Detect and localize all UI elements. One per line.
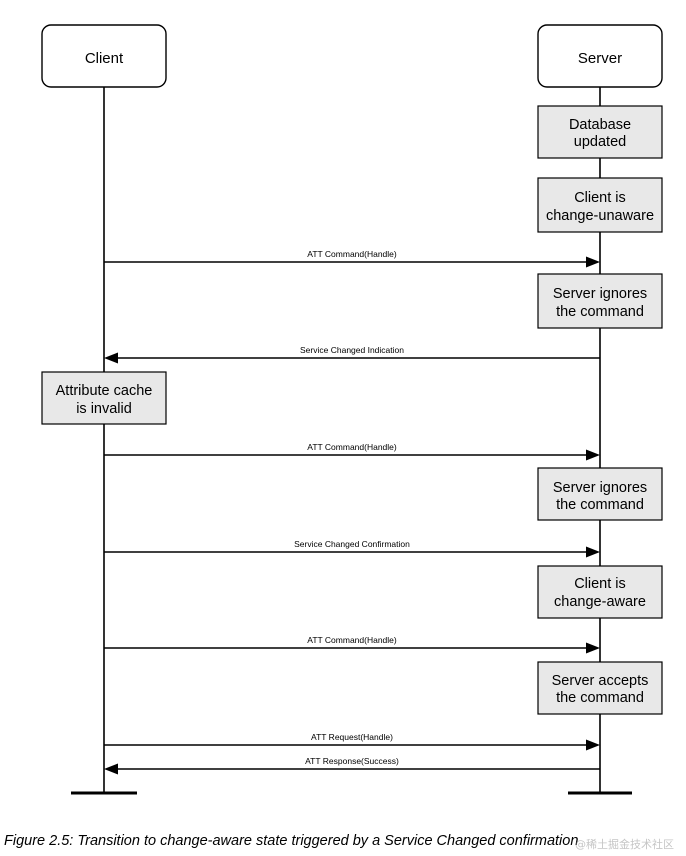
state-box: Database updated: [537, 105, 663, 159]
state-box: Server accepts the command: [537, 661, 663, 715]
state-line: Client is: [574, 190, 626, 206]
state-line: Server ignores: [553, 480, 647, 496]
state-line: change-aware: [554, 594, 646, 610]
state-line: is invalid: [76, 401, 132, 417]
arrowhead-right-icon: [586, 739, 600, 751]
arrowhead-right-icon: [586, 642, 600, 654]
message-arrow: Service Changed Confirmation: [104, 539, 600, 558]
state-box: Client is change-unaware: [537, 177, 663, 233]
state-box: Client is change-aware: [537, 565, 663, 619]
state-line: change-unaware: [546, 208, 654, 224]
state-box: Server ignores the command: [537, 467, 663, 521]
figure-caption: Figure 2.5: Transition to change-aware s…: [4, 833, 579, 849]
state-line: Attribute cache: [56, 383, 153, 399]
message-label: ATT Response(Success): [305, 756, 399, 766]
message-arrow: ATT Command(Handle): [104, 635, 600, 654]
message-label: Service Changed Indication: [300, 345, 404, 355]
message-label: ATT Command(Handle): [307, 249, 397, 259]
arrowhead-left-icon: [104, 352, 118, 364]
message-label: ATT Request(Handle): [311, 732, 393, 742]
message-arrow: Service Changed Indication: [104, 345, 600, 364]
state-line: Database: [569, 117, 631, 133]
message-label: ATT Command(Handle): [307, 635, 397, 645]
message-arrow: ATT Command(Handle): [104, 249, 600, 268]
state-line: Server accepts: [552, 673, 649, 689]
message-label: Service Changed Confirmation: [294, 539, 410, 549]
message-arrow: ATT Request(Handle): [104, 732, 600, 751]
message-arrow: ATT Command(Handle): [104, 442, 600, 461]
state-line: Server ignores: [553, 286, 647, 302]
state-box: Server ignores the command: [537, 273, 663, 329]
client-label: Client: [85, 50, 124, 67]
message-arrow: ATT Response(Success): [104, 756, 600, 775]
arrowhead-left-icon: [104, 763, 118, 775]
client-participant: Client: [41, 24, 167, 88]
state-line: the command: [556, 497, 644, 513]
server-label: Server: [578, 50, 622, 67]
arrowhead-right-icon: [586, 546, 600, 558]
state-line: Client is: [574, 576, 626, 592]
watermark: @稀土掘金技术社区: [575, 838, 674, 851]
state-line: the command: [556, 304, 644, 320]
arrowhead-right-icon: [586, 449, 600, 461]
state-line: the command: [556, 690, 644, 706]
server-participant: Server: [537, 24, 663, 88]
message-label: ATT Command(Handle): [307, 442, 397, 452]
client-head-box: [41, 24, 167, 88]
state-line: updated: [574, 134, 626, 150]
server-head-box: [537, 24, 663, 88]
state-box: Attribute cache is invalid: [41, 371, 167, 425]
arrowhead-right-icon: [586, 256, 600, 268]
